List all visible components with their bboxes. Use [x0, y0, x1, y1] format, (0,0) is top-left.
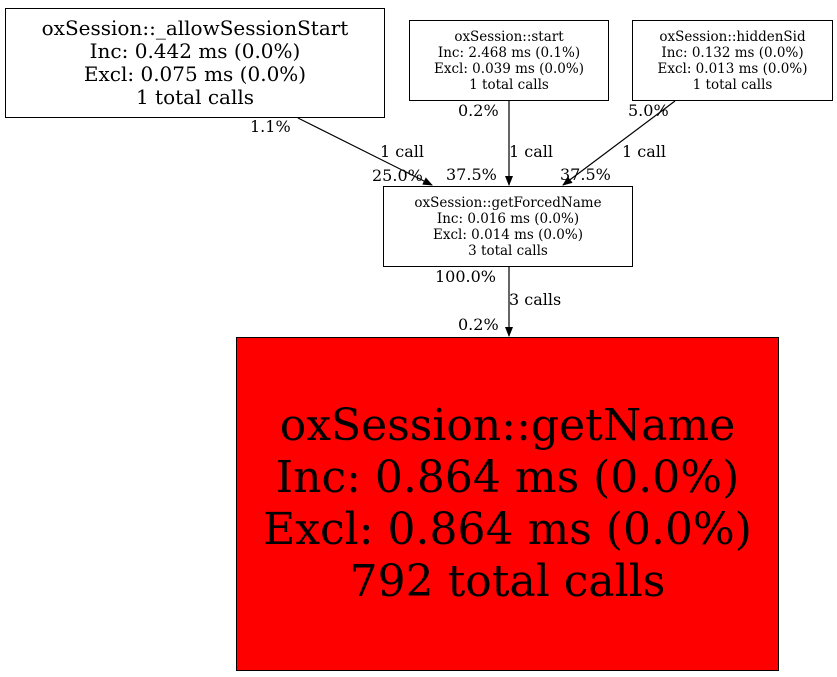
edge-start-call-label: 1 call [509, 142, 553, 161]
node-function-name: oxSession::getForcedName [414, 194, 602, 211]
node-inclusive-time: Inc: 0.864 ms (0.0%) [275, 452, 740, 503]
edge-start-source-pct: 0.2% [458, 101, 499, 120]
edge-hidden-to-forced [562, 100, 676, 186]
edge-allow-to-forced [297, 117, 433, 186]
edge-forced-source-pct: 100.0% [435, 267, 496, 286]
node-exclusive-time: Excl: 0.014 ms (0.0%) [433, 226, 583, 243]
edge-hidden-source-pct: 5.0% [628, 101, 669, 120]
edge-hidden-call-label: 1 call [622, 142, 666, 161]
edge-forced-target-pct: 0.2% [458, 315, 499, 334]
node-total-calls: 1 total calls [135, 85, 255, 109]
node-total-calls: 1 total calls [692, 76, 773, 93]
node-function-name: oxSession::_allowSessionStart [41, 16, 349, 40]
node-allow-session-start[interactable]: oxSession::_allowSessionStart Inc: 0.442… [5, 8, 385, 118]
node-exclusive-time: Excl: 0.075 ms (0.0%) [83, 62, 307, 86]
node-inclusive-time: Inc: 2.468 ms (0.1%) [437, 44, 581, 61]
node-total-calls: 1 total calls [469, 76, 549, 93]
node-total-calls: 792 total calls [349, 556, 666, 607]
node-get-forced-name[interactable]: oxSession::getForcedName Inc: 0.016 ms (… [383, 186, 633, 267]
node-exclusive-time: Excl: 0.039 ms (0.0%) [434, 60, 584, 77]
node-inclusive-time: Inc: 0.016 ms (0.0%) [436, 210, 580, 227]
node-inclusive-time: Inc: 0.132 ms (0.0%) [661, 44, 804, 61]
node-exclusive-time: Excl: 0.864 ms (0.0%) [263, 504, 752, 555]
edge-allow-call-label: 1 call [380, 142, 424, 161]
edge-allow-source-pct: 1.1% [250, 117, 291, 136]
node-function-name: oxSession::getName [279, 400, 736, 451]
node-hidden-sid[interactable]: oxSession::hiddenSid Inc: 0.132 ms (0.0%… [632, 20, 833, 101]
node-total-calls: 3 total calls [468, 242, 548, 259]
node-function-name: oxSession::start [454, 28, 564, 45]
edge-hidden-target-pct: 37.5% [560, 165, 611, 184]
node-inclusive-time: Inc: 0.442 ms (0.0%) [89, 39, 301, 63]
node-exclusive-time: Excl: 0.013 ms (0.0%) [657, 60, 808, 77]
edge-allow-target-pct: 25.0% [372, 166, 423, 185]
node-get-name-hotspot[interactable]: oxSession::getName Inc: 0.864 ms (0.0%) … [236, 337, 779, 671]
node-start[interactable]: oxSession::start Inc: 2.468 ms (0.1%) Ex… [409, 20, 609, 101]
node-function-name: oxSession::hiddenSid [659, 28, 806, 45]
edge-start-target-pct: 37.5% [446, 165, 497, 184]
edge-forced-call-label: 3 calls [509, 290, 561, 309]
